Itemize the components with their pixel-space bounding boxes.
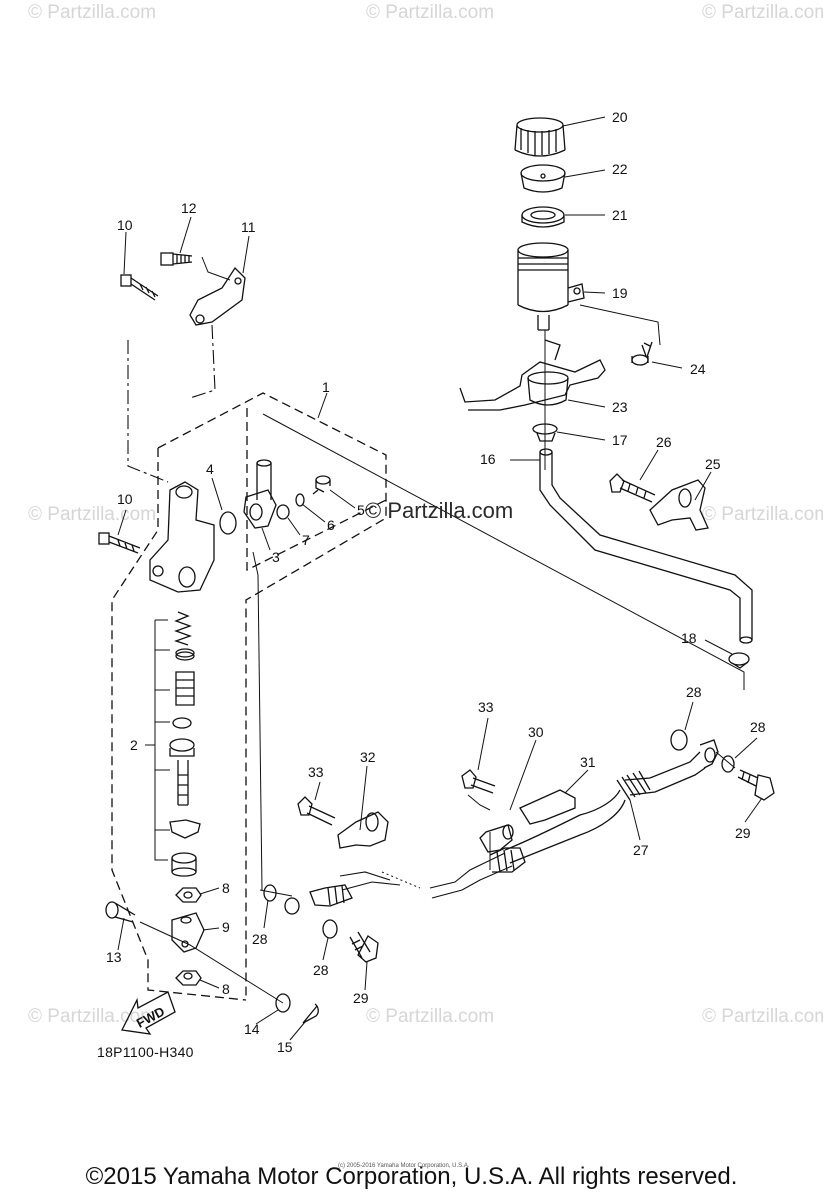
callout-8-upper: 8 (222, 880, 230, 896)
callout-10-upper: 10 (117, 217, 133, 233)
washer-part-7 (276, 504, 290, 520)
callout-16: 16 (480, 451, 496, 467)
tiny-copyright: (c) 2005-2016 Yamaha Motor Corporation, … (338, 1163, 470, 1169)
watermark: © Partzilla.com (366, 1006, 495, 1027)
callout-23: 23 (612, 399, 628, 415)
bracket-part-32 (337, 811, 389, 849)
hose-clip-part-17 (532, 423, 558, 442)
bracket-part-31 (519, 789, 576, 825)
bolt-part-33-left (297, 796, 336, 826)
bracket-part-11 (189, 266, 246, 326)
washer-part-14 (275, 993, 291, 1013)
callout-9: 9 (222, 919, 230, 935)
bolt-part-26 (609, 473, 656, 503)
callout-19: 19 (612, 285, 628, 301)
bolt-part-10-upper (120, 274, 159, 301)
callout-32: 32 (360, 749, 376, 765)
callout-8-lower: 8 (222, 981, 230, 997)
hose-part-16 (539, 448, 753, 644)
callout-28-d: 28 (750, 719, 766, 735)
callout-10-lower: 10 (117, 491, 133, 507)
callout-33-right: 33 (478, 699, 494, 715)
reservoir-cap-part-20 (514, 117, 566, 157)
bolt-part-29-b (737, 769, 775, 801)
bolt-part-29-a (349, 931, 379, 963)
watermark: © Partzilla.com (366, 2, 495, 23)
leader-lines (117, 116, 763, 1041)
callout-20: 20 (612, 109, 628, 125)
assembly-outline-1 (111, 392, 387, 1001)
callout-22: 22 (612, 161, 628, 177)
callout-28-b: 28 (313, 962, 329, 978)
callout-29-a: 29 (353, 990, 369, 1006)
callout-14: 14 (244, 1021, 260, 1037)
cotter-pin-part-15 (302, 1003, 319, 1024)
callout-3: 3 (272, 549, 280, 565)
diaphragm-part-21 (521, 206, 565, 228)
callout-11: 11 (241, 219, 256, 235)
hose-joint-part-3 (243, 459, 277, 529)
reservoir-bracket-part-23 (459, 339, 606, 411)
callout-6: 6 (327, 517, 335, 533)
diagram-code: 18P1100-H340 (97, 1044, 194, 1060)
watermark: © Partzilla.com (28, 504, 157, 525)
pin-part-13 (105, 901, 136, 923)
callout-24: 24 (690, 361, 706, 377)
hose-fitting-left (284, 884, 353, 915)
watermark: © Partzilla.com (702, 1006, 823, 1027)
clamp-part-25 (649, 479, 709, 531)
washer-part-28-c (670, 729, 688, 751)
callout-17: 17 (612, 432, 628, 448)
bolt-part-33-right (461, 769, 496, 794)
clevis-part-9 (171, 912, 205, 953)
washer-part-28-b (322, 919, 338, 939)
bolt-part-12 (160, 252, 193, 266)
callout-4: 4 (206, 461, 214, 477)
nut-part-8-lower (175, 970, 202, 986)
callout-29-b: 29 (735, 825, 751, 841)
piston-kit-part-2 (169, 611, 201, 877)
callout-33-left: 33 (308, 764, 324, 780)
callout-25: 25 (705, 456, 721, 472)
washer-part-6 (295, 493, 305, 507)
diaphragm-plate-part-22 (520, 164, 566, 193)
nut-part-8-upper (175, 887, 202, 903)
bolt-part-10-lower (98, 532, 141, 554)
callout-15: 15 (277, 1039, 293, 1055)
bolt-part-24 (631, 341, 653, 366)
watermark: © Partzilla.com (702, 2, 823, 23)
callout-13: 13 (106, 949, 122, 965)
callout-21: 21 (612, 207, 628, 223)
callout-30: 30 (528, 724, 544, 740)
callout-2: 2 (130, 737, 138, 753)
screw-part-5 (312, 475, 331, 495)
bracket-part-30 (479, 824, 514, 853)
callout-5: 5 (357, 502, 365, 518)
callout-labels: 1 2 3 4 5 6 7 8 8 9 10 10 11 12 13 14 15… (106, 109, 766, 1055)
watermark: © Partzilla.com (702, 504, 823, 525)
callout-12: 12 (181, 200, 197, 216)
center-watermark: © Partzilla.com (365, 498, 514, 523)
watermark: © Partzilla.com (28, 1006, 157, 1027)
master-cylinder-body (149, 481, 215, 593)
reservoir-tank-part-19 (517, 242, 585, 331)
o-ring-part-4 (219, 511, 237, 535)
copyright-footer: ©2015 Yamaha Motor Corporation, U.S.A. A… (85, 1163, 738, 1190)
callout-28-c: 28 (686, 684, 702, 700)
hose-clip-part-18 (728, 652, 750, 669)
washer-part-28-d (721, 755, 735, 773)
callout-1: 1 (322, 379, 330, 395)
watermark: © Partzilla.com (28, 2, 157, 23)
callout-28-a: 28 (252, 931, 268, 947)
callout-26: 26 (656, 434, 672, 450)
callout-31: 31 (580, 754, 596, 770)
fwd-arrow-icon (121, 991, 176, 1035)
callout-18: 18 (681, 630, 697, 646)
callout-7: 7 (302, 532, 310, 548)
callout-27: 27 (633, 842, 649, 858)
